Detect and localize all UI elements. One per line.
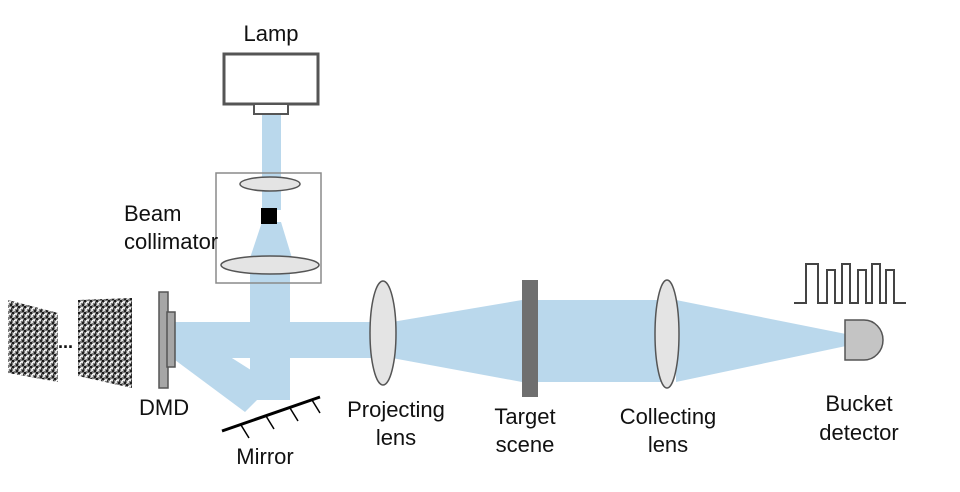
beam-collimator-label-1: Beam	[124, 201, 181, 226]
beam-collimator-label-2: collimator	[124, 229, 218, 254]
projecting-lens-label-2: lens	[376, 425, 416, 450]
dmd-icon	[158, 291, 176, 389]
collected-beam	[676, 300, 846, 382]
mirror-icon	[221, 395, 321, 439]
projecting-lens-label-1: Projecting	[347, 397, 445, 422]
target-scene	[522, 280, 538, 397]
speckle-pattern-1	[8, 300, 58, 382]
collimator-cone	[250, 222, 292, 258]
speckle-pattern-2	[78, 298, 132, 388]
lamp-beam	[262, 112, 281, 210]
collimator-box	[215, 172, 322, 284]
beam-collimator	[215, 172, 322, 284]
lamp-icon	[222, 52, 320, 115]
speckle-ellipsis: ...	[58, 332, 73, 352]
target-scene-label-1: Target	[494, 404, 555, 429]
target-scene-label-2: scene	[496, 432, 555, 457]
collecting-lens	[654, 279, 680, 389]
pulse-signal-icon	[794, 263, 906, 304]
bucket-detector-label-1: Bucket	[825, 391, 892, 416]
bucket-detector-icon	[844, 319, 884, 361]
mirror-label: Mirror	[236, 444, 293, 469]
projected-beam	[392, 300, 522, 382]
speckle-patterns: ...	[8, 298, 132, 388]
collecting-lens-label-2: lens	[648, 432, 688, 457]
collimator-lens-large	[220, 255, 320, 275]
collecting-lens-label-1: Collecting	[620, 404, 717, 429]
bucket-detector-label-2: detector	[819, 420, 899, 445]
light-beam	[175, 112, 846, 412]
pinhole	[261, 208, 277, 224]
collimator-lens-small	[239, 176, 301, 192]
lamp-label: Lamp	[243, 21, 298, 46]
scene-beam	[538, 300, 662, 382]
projecting-lens	[369, 280, 397, 386]
dmd-label: DMD	[139, 395, 189, 420]
diagonal-beam	[175, 322, 273, 412]
